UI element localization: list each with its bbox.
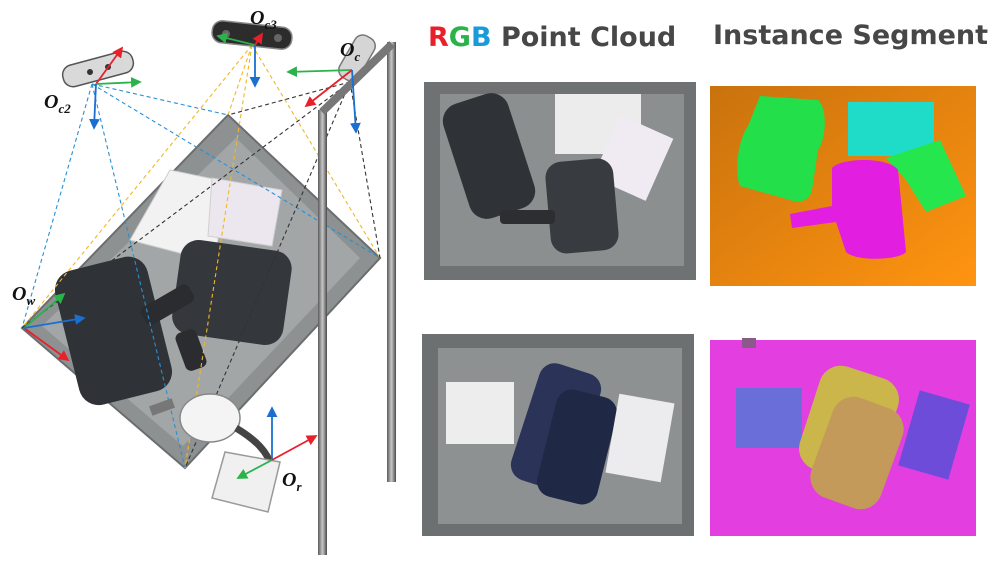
robot-gripper <box>149 393 281 513</box>
segment-green-large <box>737 96 825 202</box>
segment-tan <box>810 396 904 510</box>
segment-magenta <box>790 160 906 259</box>
axes-c3 <box>216 32 263 88</box>
segment-purple <box>898 390 970 480</box>
instance-segment-title: Instance Segment <box>713 20 989 51</box>
axes-c2 <box>89 46 142 130</box>
segment-green-small <box>886 140 966 212</box>
point-cloud-top <box>424 82 696 280</box>
axes-c <box>286 66 361 134</box>
camera-c3-icon <box>211 20 293 50</box>
rgb-letter-b: B <box>470 22 492 53</box>
frame-label-c2: Oc2 <box>44 91 71 116</box>
camera-stand <box>318 41 396 555</box>
axes-w <box>23 292 86 362</box>
frame-label-c: Oc <box>340 39 360 64</box>
frame-label-w: Ow <box>12 283 35 308</box>
point-cloud-bottom <box>422 334 694 536</box>
frame-label-c3: Oc3 <box>250 7 277 32</box>
axes-r <box>236 406 318 479</box>
segmentation-top <box>710 86 976 286</box>
paddle-2 <box>172 239 292 345</box>
segmentation-bottom <box>710 338 976 536</box>
point-cloud-title: RGB Point Cloud <box>428 22 676 53</box>
camera-c3-rays <box>21 44 381 469</box>
rgb-letter-g: G <box>448 22 471 53</box>
point-cloud-label: Point Cloud <box>500 22 677 53</box>
white-box-2 <box>207 177 283 247</box>
frame-label-r: Or <box>282 469 302 494</box>
rgb-letter-r: R <box>428 22 449 53</box>
paddle-1 <box>54 256 173 406</box>
segment-blue <box>736 388 802 448</box>
